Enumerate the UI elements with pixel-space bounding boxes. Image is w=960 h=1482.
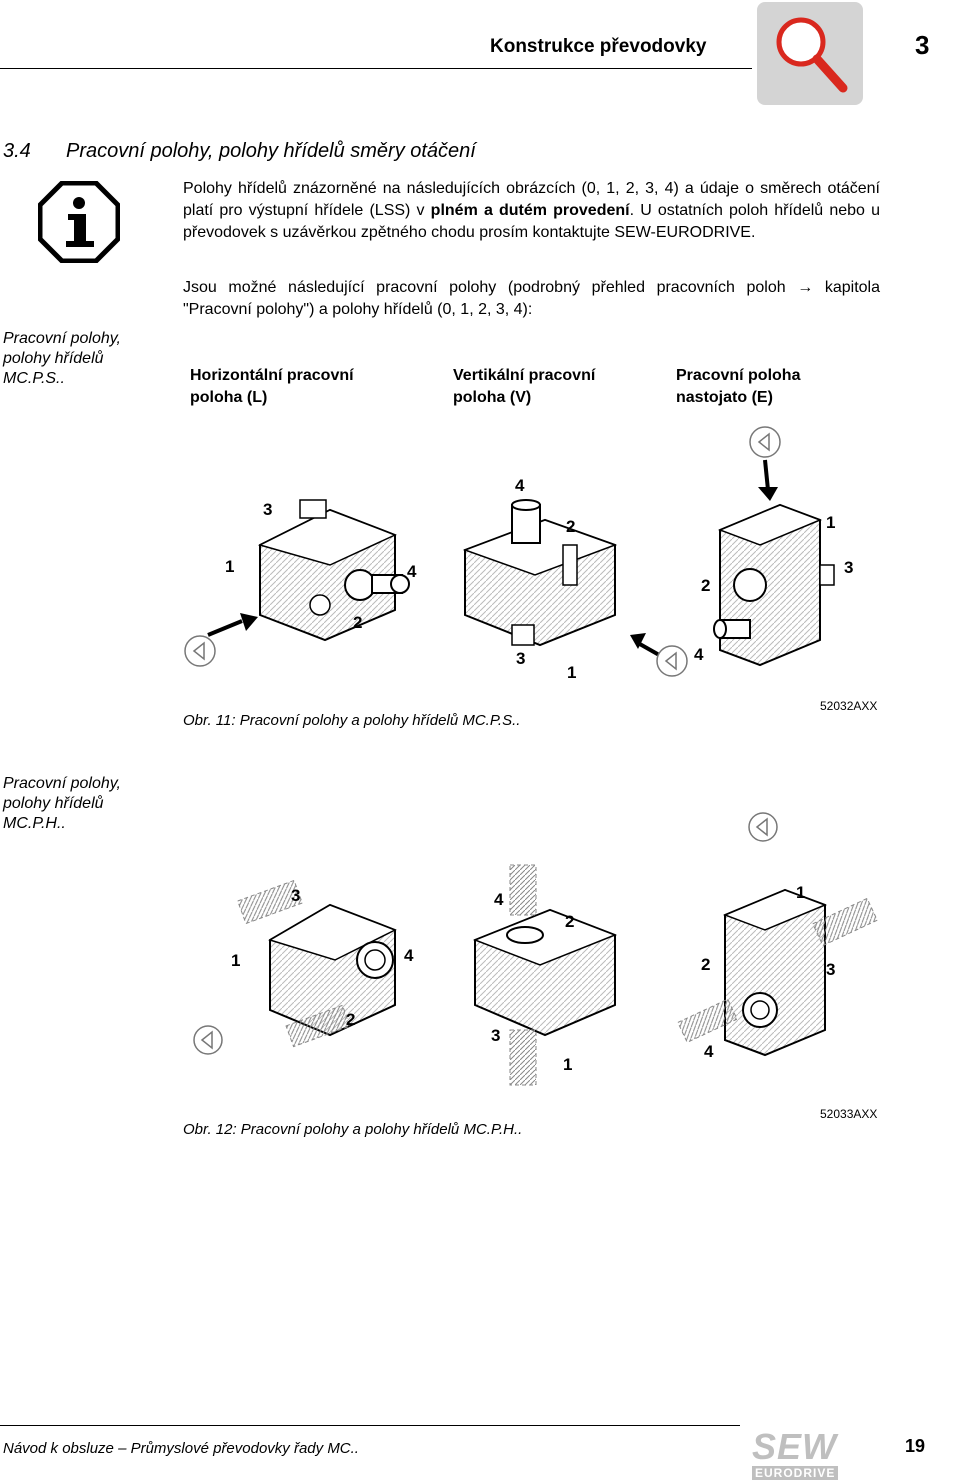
heading-line: nastojato (E) <box>676 389 773 406</box>
heading-line: Vertikální pracovní <box>453 367 596 384</box>
shaft-position-label: 1 <box>567 663 577 682</box>
shaft-position-label: 4 <box>404 946 414 965</box>
sew-eurodrive-logo: SEW EURODRIVE <box>752 1426 862 1480</box>
shaft-position-label: 2 <box>346 1010 356 1029</box>
header-rule <box>0 68 752 69</box>
heading-line: poloha (L) <box>190 389 268 406</box>
figure-mcps-drawing <box>184 426 835 677</box>
sidebar-label-line: MC.P.S.. <box>3 370 65 387</box>
page-number: 19 <box>905 1436 926 1456</box>
gearbox-vertical <box>472 908 618 1037</box>
shaft-position-label: 2 <box>566 517 576 536</box>
figure2-code: 52033AXX <box>820 1107 878 1121</box>
shaft-position-label: 3 <box>491 1026 501 1045</box>
sidebar-label-line: MC.P.H.. <box>3 815 66 832</box>
sidebar-label-line: Pracovní polohy, <box>3 775 121 792</box>
logo-text-bottom: EURODRIVE <box>752 1466 839 1480</box>
intro-bold-text: plném a dutém provedení <box>430 202 630 219</box>
shaft-position-label: 1 <box>231 951 241 970</box>
sidebar-label-line: polohy hřídelů <box>3 350 104 367</box>
chapter-number: 3 <box>915 30 930 60</box>
footer-rule <box>0 1425 740 1426</box>
gearbox-upright <box>713 503 835 667</box>
gearbox-horizontal <box>257 499 410 642</box>
gearbox-horizontal <box>268 903 397 1037</box>
shaft-position-label: 3 <box>263 500 273 519</box>
column-heading-upright: Pracovní poloha nastojato (E) <box>676 365 896 409</box>
shaft-position-label: 4 <box>494 890 504 909</box>
figure1-code: 52032AXX <box>820 699 878 713</box>
figure2-caption: Obr. 12: Pracovní polohy a polohy hřídel… <box>183 1121 523 1138</box>
footer-text: Návod k obsluze – Průmyslové převodovky … <box>3 1440 359 1457</box>
shaft-position-label: 2 <box>701 576 711 595</box>
section-number: 3.4 <box>3 140 31 162</box>
shaft-position-label: 3 <box>291 886 301 905</box>
page-header-title: Konstrukce převodovky <box>490 36 707 57</box>
shaft-position-label: 4 <box>694 645 704 664</box>
sidebar-label-mcps: Pracovní polohy, polohy hřídelů MC.P.S.. <box>3 329 163 389</box>
positions-paragraph: Jsou možné následující pracovní polohy (… <box>183 279 880 318</box>
shaft-position-label: 2 <box>701 955 711 974</box>
shaft-position-label: 4 <box>515 476 525 495</box>
gearbox-vertical <box>462 499 618 647</box>
heading-line: poloha (V) <box>453 389 532 406</box>
shaft-position-label: 1 <box>826 513 836 532</box>
sidebar-label-mcph: Pracovní polohy, polohy hřídelů MC.P.H.. <box>3 774 163 834</box>
heading-line: Horizontální pracovní <box>190 367 354 384</box>
column-heading-horizontal: Horizontální pracovní poloha (L) <box>190 365 410 409</box>
figure-mcph-drawing <box>193 812 878 1086</box>
shaft-position-label: 3 <box>844 558 854 577</box>
gearbox-upright <box>722 888 828 1057</box>
shaft-position-label: 3 <box>826 960 836 979</box>
sidebar-label-line: polohy hřídelů <box>3 795 104 812</box>
shaft-position-label: 4 <box>704 1042 714 1061</box>
logo-text-top: SEW <box>752 1426 838 1467</box>
intro-text: Polohy hřídelů znázorněné na následující… <box>183 180 880 219</box>
shaft-position-label: 1 <box>796 883 806 902</box>
shaft-position-label: 2 <box>565 912 575 931</box>
heading-line: Pracovní poloha <box>676 367 801 384</box>
column-heading-vertical: Vertikální pracovní poloha (V) <box>453 365 673 409</box>
info-icon <box>38 181 120 263</box>
intro-paragraph: Polohy hřídelů znázorněné na následující… <box>183 178 880 244</box>
shaft-position-label: 1 <box>563 1055 573 1074</box>
chapter-tab <box>757 2 863 105</box>
figure1-caption: Obr. 11: Pracovní polohy a polohy hřídel… <box>183 712 521 729</box>
sidebar-label-line: Pracovní polohy, <box>3 330 121 347</box>
magnifier-icon <box>776 17 848 93</box>
shaft-position-label: 2 <box>353 613 363 632</box>
shaft-position-label: 4 <box>407 562 417 581</box>
shaft-position-label: 1 <box>225 557 235 576</box>
intro-text-end: . U ostatních poloh hřídelů nebo u převo… <box>183 202 880 241</box>
section-title: Pracovní polohy, polohy hřídelů směry ot… <box>66 140 476 162</box>
shaft-position-label: 3 <box>516 649 526 668</box>
